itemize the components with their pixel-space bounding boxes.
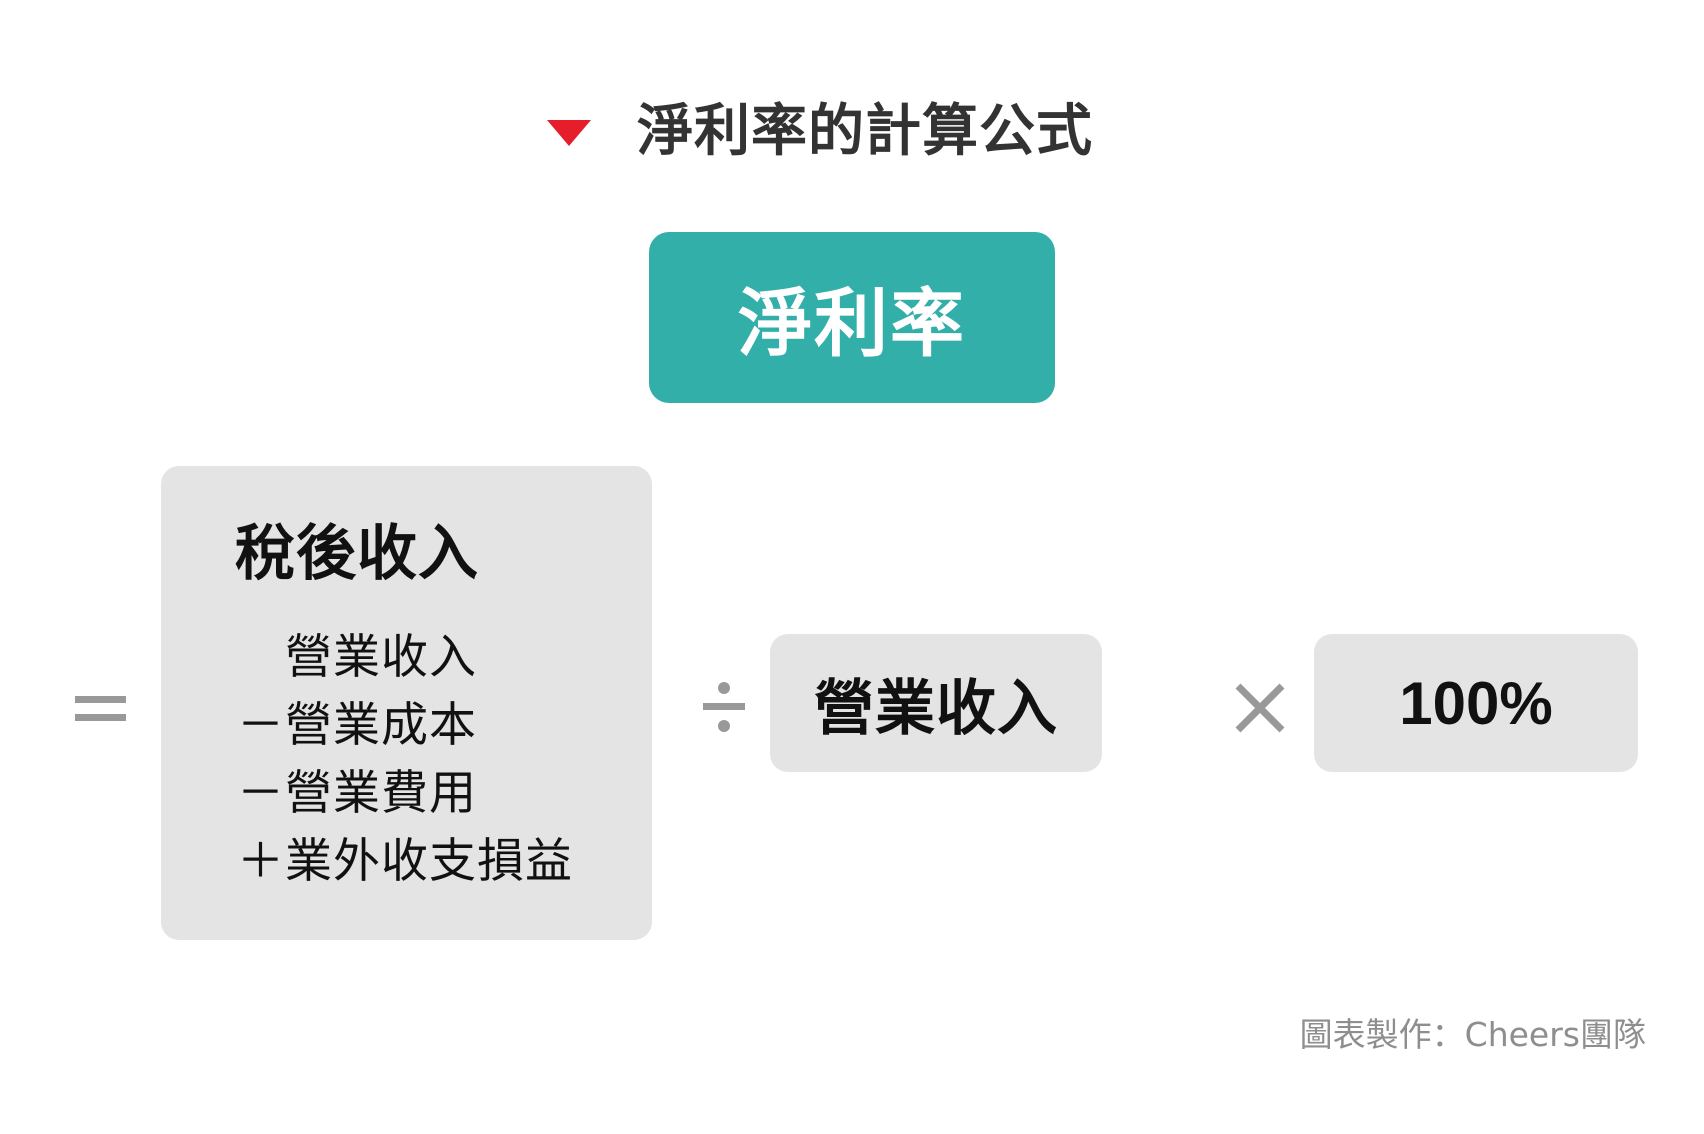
- numerator-line-operating-cost: － 營業成本: [237, 692, 573, 760]
- equals-operator-icon: [72, 680, 128, 740]
- plus-icon: ＋: [237, 834, 284, 889]
- multiplier-label: 100%: [1399, 669, 1553, 737]
- divisor-box-operating-revenue: 營業收入: [770, 634, 1102, 772]
- numerator-title: 稅後收入: [235, 519, 479, 589]
- multiplier-box-100-percent: 100%: [1314, 634, 1638, 772]
- numerator-box-after-tax-income: 稅後收入 營業收入 － 營業成本 － 營業費用 ＋ 業外收支損益: [161, 466, 652, 940]
- equals-bar-bottom: [75, 714, 126, 721]
- multiply-icon: [1235, 683, 1285, 733]
- numerator-line-non-operating-income: ＋ 業外收支損益: [237, 828, 573, 896]
- numerator-breakdown: 營業收入 － 營業成本 － 營業費用 ＋ 業外收支損益: [237, 624, 573, 896]
- line-label: 營業費用: [285, 766, 477, 821]
- divide-operator-icon: [700, 672, 752, 742]
- diagram-title: 淨利率的計算公式: [547, 96, 1093, 168]
- minus-icon: －: [237, 698, 284, 753]
- triangle-down-icon: [547, 120, 591, 146]
- title-text: 淨利率的計算公式: [637, 99, 1093, 164]
- multiply-operator-icon: [1232, 680, 1288, 736]
- line-label: 營業成本: [285, 698, 477, 753]
- divide-dot-bottom: [718, 720, 730, 732]
- equals-bar-top: [75, 696, 126, 703]
- divide-dot-top: [718, 682, 730, 694]
- line-label: 業外收支損益: [285, 834, 573, 889]
- divisor-label: 營業收入: [814, 673, 1058, 744]
- numerator-line-operating-revenue: 營業收入: [237, 624, 573, 692]
- line-label: 營業收入: [285, 630, 477, 685]
- chart-credit: 圖表製作：Cheers團隊: [1299, 1015, 1646, 1054]
- result-box-net-profit-margin: 淨利率: [649, 232, 1055, 403]
- minus-icon: －: [237, 766, 284, 821]
- result-label: 淨利率: [738, 281, 966, 367]
- divide-bar: [703, 703, 745, 710]
- numerator-line-operating-expense: － 營業費用: [237, 760, 573, 828]
